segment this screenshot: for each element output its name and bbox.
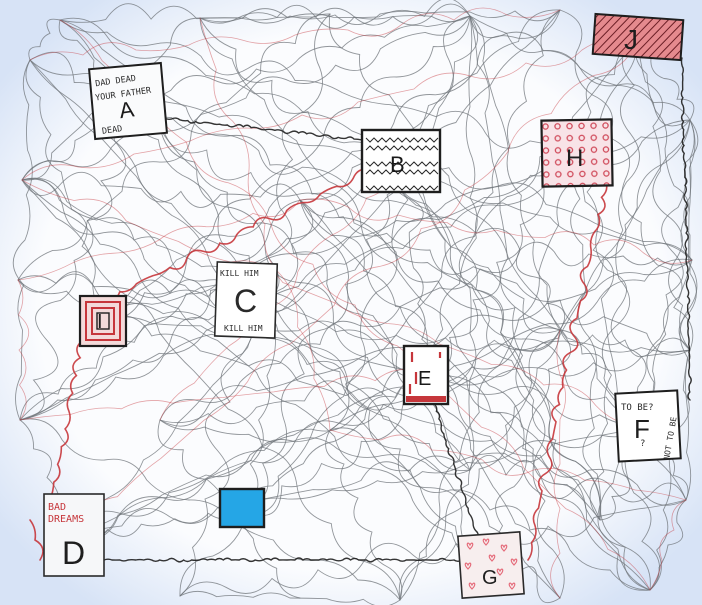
node-h-card: H xyxy=(541,119,612,186)
blue-square-card xyxy=(220,489,264,527)
node-b-letter: B xyxy=(390,152,405,177)
node-h-letter: H xyxy=(566,145,583,172)
node-c-card: KILL HIM KILL HIM C xyxy=(215,262,278,338)
node-b-card: B xyxy=(362,130,440,192)
node-d-scrawl-2: DREAMS xyxy=(48,514,84,525)
node-i-letter: I xyxy=(97,311,103,333)
node-c-letter: C xyxy=(234,283,257,319)
node-a-card: DAD DEAD YOUR FATHER DEAD A xyxy=(89,63,167,139)
node-j-card: J xyxy=(593,14,684,60)
node-f-scrawl-1: TO BE? xyxy=(621,403,654,413)
node-d-letter: D xyxy=(62,535,85,571)
node-g-card: G xyxy=(458,532,524,598)
node-d-card: BAD DREAMS D xyxy=(44,494,104,576)
node-e-card: E xyxy=(404,346,448,404)
node-i-card: I xyxy=(80,296,126,346)
node-f-letter: F xyxy=(634,414,650,444)
node-e-letter: E xyxy=(418,368,431,390)
node-f-card: TO BE? ? NOT TO BE F xyxy=(615,390,680,461)
node-g-letter: G xyxy=(482,567,498,589)
node-c-scrawl-2: KILL HIM xyxy=(224,324,263,333)
node-c-scrawl-1: KILL HIM xyxy=(220,269,259,278)
node-d-scrawl-1: BAD xyxy=(48,502,66,513)
node-j-letter: J xyxy=(624,24,638,55)
